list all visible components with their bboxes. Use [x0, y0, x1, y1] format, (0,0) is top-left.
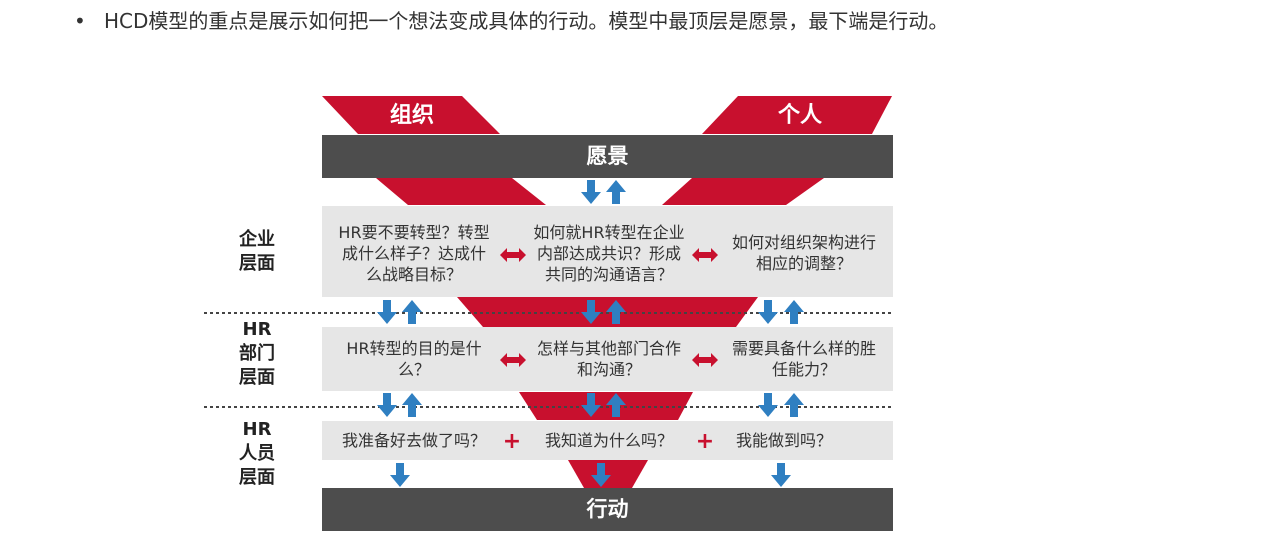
vision-bar [322, 135, 893, 178]
arrow-up-icon [402, 300, 422, 324]
plus-icon: + [695, 429, 715, 454]
arrow-up-icon [784, 300, 804, 324]
bullet-icon: • [74, 9, 86, 33]
enterprise-right-question: 如何对组织架构进行 相应的调整？ [731, 233, 876, 273]
arrow-down-icon [771, 463, 791, 487]
upper-left-wedge [376, 178, 546, 205]
enterprise-level-label: 企业 层面 [239, 229, 275, 274]
hr-staff-center-question: 我知道为什么吗？ [544, 431, 673, 450]
enterprise-row-bg [322, 206, 893, 297]
enterprise-left-question: HR要不要转型？转型 成什么样子？达成什 么战略目标？ [338, 222, 490, 284]
org-top-trapezoid [322, 96, 500, 134]
hr-staff-right-question: 我能做到吗？ [735, 431, 832, 450]
hr-staff-row-bg [322, 421, 893, 460]
arrow-down-icon [377, 300, 397, 324]
heading-line: • HCD模型的重点是展示如何把一个想法变成具体的行动。模型中最顶层是愿景，最下端… [74, 6, 948, 36]
arrow-down-icon [758, 300, 778, 324]
hr-staff-level-label: HR 人员 层面 [239, 419, 275, 488]
hr-dept-row-bg [322, 327, 893, 391]
arrow-down-icon [377, 393, 397, 417]
action-bar [322, 488, 893, 531]
plus-icon: + [502, 429, 522, 454]
arrow-up-icon [784, 393, 804, 417]
hr-dept-level-label: HR 部门 层面 [239, 319, 275, 388]
org-label: 组织 [389, 103, 434, 128]
hr-dept-center-question: 怎样与其他部门合作 和沟通？ [536, 339, 681, 379]
individual-top-trapezoid [702, 96, 892, 134]
hr-dept-right-question: 需要具备什么样的胜 任能力？ [731, 339, 876, 379]
funnel-bottom-section [568, 460, 648, 488]
hr-dept-left-question: HR转型的目的是什 么？ [346, 339, 482, 379]
arrow-up-icon [606, 180, 626, 204]
heading-text: HCD模型的重点是展示如何把一个想法变成具体的行动。模型中最顶层是愿景，最下端是… [104, 9, 949, 33]
arrow-up-icon [402, 393, 422, 417]
action-label: 行动 [586, 497, 629, 521]
upper-right-wedge [662, 178, 824, 205]
individual-label: 个人 [777, 103, 822, 128]
enterprise-center-question: 如何就HR转型在企业 内部达成共识？形成 共同的沟通语言？ [533, 222, 685, 284]
arrow-down-icon [758, 393, 778, 417]
hr-staff-left-question: 我准备好去做了吗？ [341, 431, 486, 450]
vision-label: 愿景 [586, 144, 629, 168]
arrow-down-icon [390, 463, 410, 487]
arrow-down-icon [581, 180, 601, 204]
